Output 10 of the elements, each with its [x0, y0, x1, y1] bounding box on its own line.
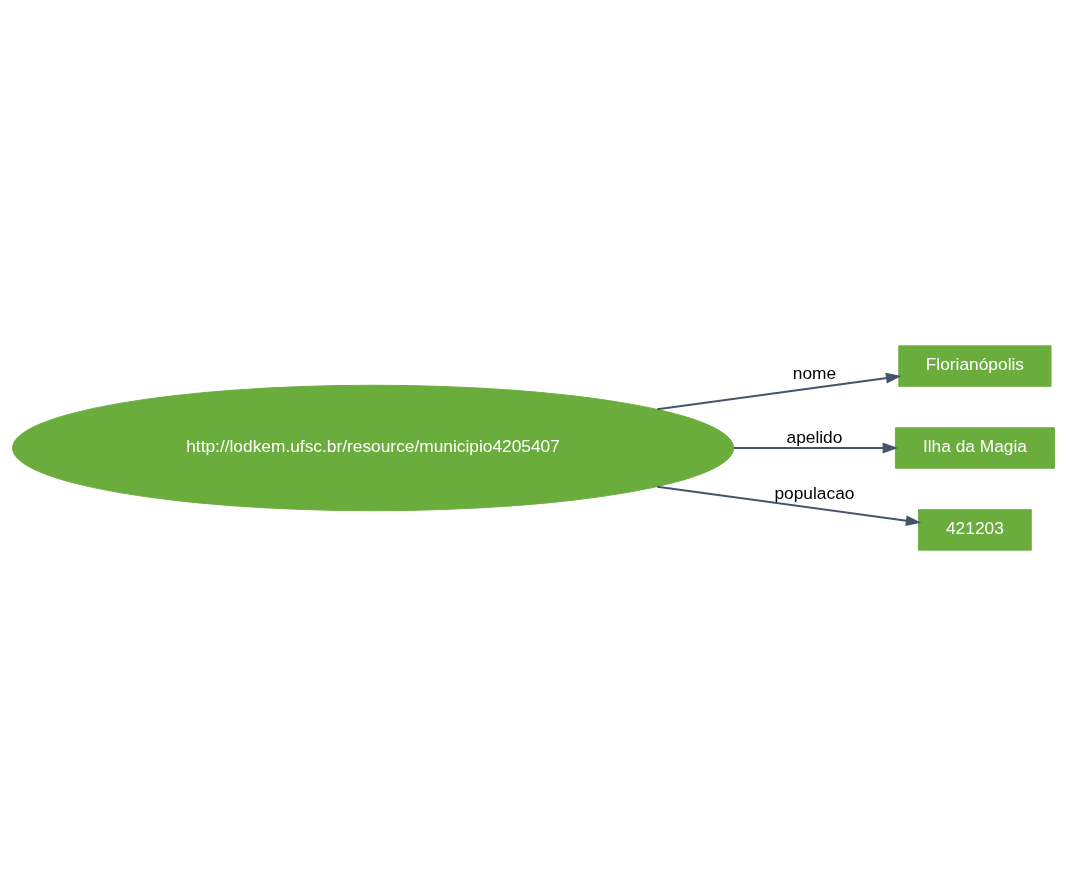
edge-label: nome [792, 363, 837, 383]
arrow [656, 485, 922, 526]
edge-label: populacao [774, 482, 855, 503]
arrow [732, 442, 899, 454]
node-box: 421203 [918, 509, 1032, 551]
node-box: Ilha da Magia [894, 427, 1055, 469]
edge-label: apelido [786, 426, 843, 447]
node-box: Florianópolis [898, 345, 1052, 387]
node-ellipse: http://lodkem.ufsc.br/resource/municipio4205407 [12, 384, 735, 512]
arrow [656, 372, 902, 411]
